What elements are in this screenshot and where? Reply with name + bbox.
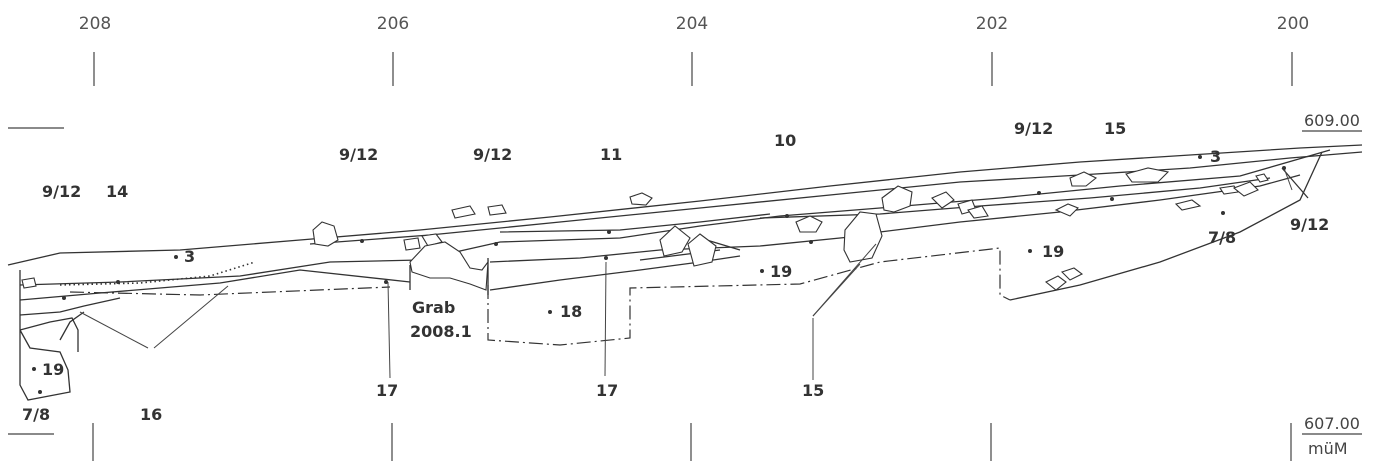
axis-label-204: 204 — [676, 14, 708, 34]
layer-label-17-mid: 17 — [596, 381, 618, 400]
axis-label-202: 202 — [976, 14, 1008, 34]
layer-label-17-left: 17 — [376, 381, 398, 400]
layer-label-14: 14 — [106, 182, 128, 201]
leader-lines — [79, 167, 1293, 380]
layer-label-9-12-d: 9/12 — [1014, 119, 1053, 138]
elevation-label-upper: 609.00 — [1304, 111, 1360, 130]
grab-label-line2: 2008.1 — [410, 322, 472, 341]
excavation-limits — [69, 247, 1011, 346]
elevation-label-lower: 607.00 — [1304, 414, 1360, 433]
stones — [21, 167, 1269, 291]
layer-label-11: 11 — [600, 145, 622, 164]
layer-label-10: 10 — [774, 131, 796, 150]
grab-label-line1: Grab — [412, 298, 455, 317]
layer-label-9-12-left: 9/12 — [42, 182, 81, 201]
elevation-unit-label: müM — [1308, 439, 1348, 458]
axis-label-208: 208 — [79, 14, 111, 34]
layer-label-19-left: 19 — [42, 360, 64, 379]
layer-label-7-8-right: 7/8 — [1208, 228, 1236, 247]
layer-label-18: 18 — [560, 302, 582, 321]
layer-label-7-8-left: 7/8 — [22, 405, 50, 424]
point-markers — [32, 155, 1286, 394]
layer-label-9-12-b: 9/12 — [339, 145, 378, 164]
stratigraphy-lines — [7, 144, 1363, 401]
layer-label-3-right: 3 — [1210, 147, 1221, 166]
layer-label-19-mid: 19 — [770, 262, 792, 281]
layer-label-9-12-right: 9/12 — [1290, 215, 1329, 234]
layer-label-16: 16 — [140, 405, 162, 424]
layer-label-9-12-c: 9/12 — [473, 145, 512, 164]
layer-label-3-left: 3 — [184, 247, 195, 266]
axis-label-206: 206 — [377, 14, 409, 34]
layer-label-15-top: 15 — [1104, 119, 1126, 138]
axis-label-200: 200 — [1277, 14, 1309, 34]
layer-label-19-right: 19 — [1042, 242, 1064, 261]
layer-label-15-bottom: 15 — [802, 381, 824, 400]
